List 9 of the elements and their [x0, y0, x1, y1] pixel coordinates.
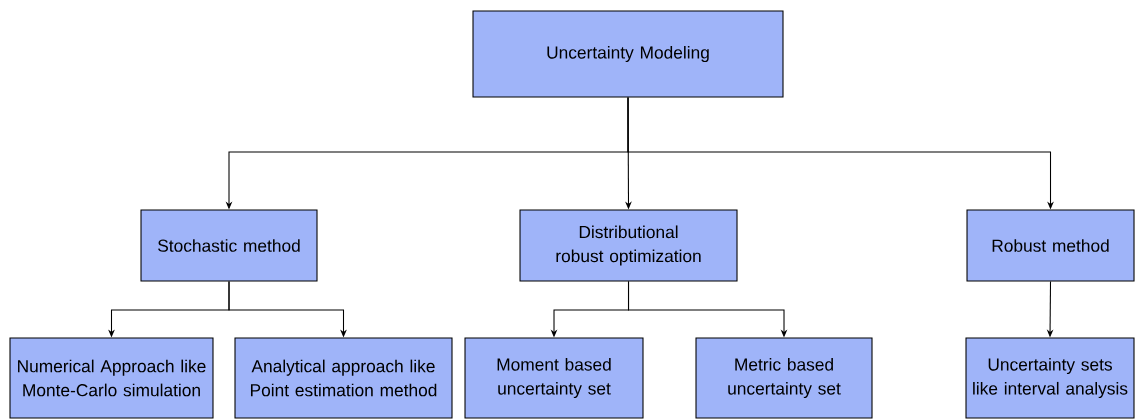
process-box: Robust method — [966, 209, 1135, 282]
process-box: Metric based uncertainty set — [695, 337, 873, 419]
process-box: Distributional robust optimization — [519, 209, 738, 282]
process-box: Analytical approach like Point estimation method — [234, 337, 453, 419]
process-box: Stochastic method — [140, 209, 318, 282]
process-box: Uncertainty sets like interval analysis — [965, 337, 1135, 419]
process-box: Numerical Approach like Monte-Carlo simulation — [9, 337, 214, 419]
process-box: Uncertainty Modeling — [472, 10, 784, 98]
process-box: Moment based uncertainty set — [464, 337, 644, 419]
